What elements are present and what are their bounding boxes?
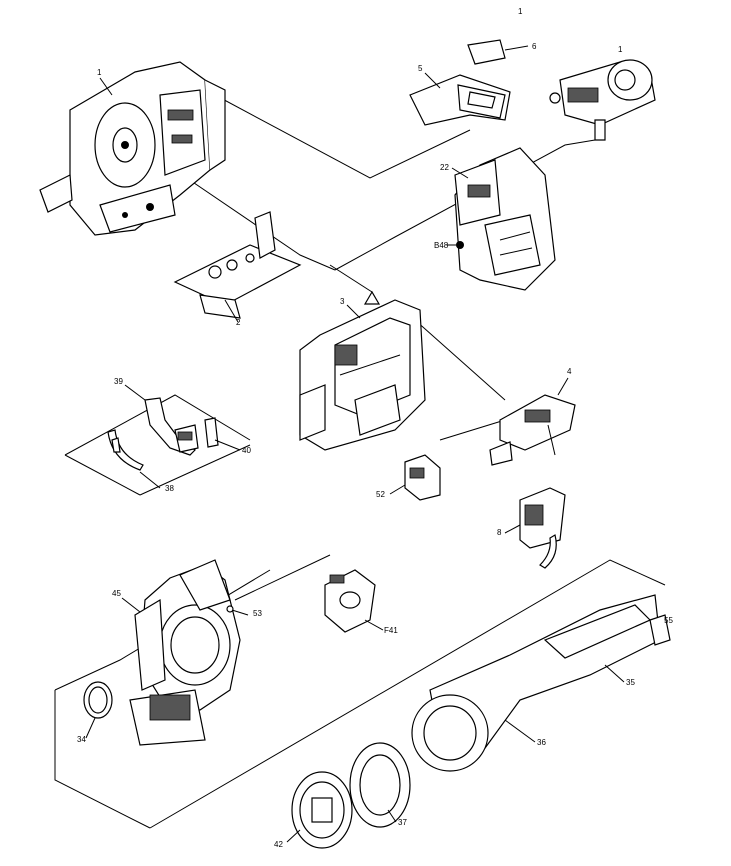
label-848: B48 [434,241,449,250]
label-f41: F41 [384,626,398,635]
label-34: 34 [77,735,86,744]
part-f41-filter-unit [324,569,376,633]
label-35: 35 [626,678,635,687]
label-1: 1 [97,68,102,77]
part-53-screw [226,605,249,616]
label-8: 8 [497,528,502,537]
label-3: 3 [340,297,345,306]
part-38-spring-clip [107,429,144,471]
label-22: 22 [440,163,449,172]
part-8-flex-board [519,487,566,569]
part-52-connector [404,454,441,501]
part-3-main-chassis [299,290,426,451]
label-38: 38 [165,484,174,493]
part-6-small-bracket [467,39,529,65]
part-4-switch-assembly [489,394,576,466]
part-39-clamp [144,397,199,456]
label-45: 45 [112,589,121,598]
assembly-lines [54,94,666,829]
part-1-motor-unit [549,59,656,141]
label-40: 40 [242,446,251,455]
part-55-clip [649,614,671,646]
leader-lines [85,72,625,843]
part-40-bracket [204,417,219,448]
part-labels: 1 1 1 2 3 4 5 6 8 22 B48 39 38 40 52 45 … [77,7,673,849]
part-1-tape-chassis [39,61,226,236]
part-37-lens-ring [349,742,411,828]
part-5-flex-cable [409,74,511,126]
label-2: 2 [236,318,241,327]
part-42-front-ring [291,771,353,849]
label-36: 36 [537,738,546,747]
label-37: 37 [398,818,407,827]
label-55: 55 [664,616,673,625]
label-1b: 1 [518,7,523,16]
label-5: 5 [418,64,423,73]
label-52: 52 [376,490,385,499]
part-2-bracket-plate [173,211,302,323]
label-39: 39 [114,377,123,386]
label-1c: 1 [618,45,623,54]
label-4: 4 [567,367,572,376]
part-22-frame-bracket [454,147,556,291]
label-42: 42 [274,840,283,849]
part-34-ring [83,681,113,719]
label-6: 6 [532,42,537,51]
part-45-lens-holder [129,559,241,746]
label-53: 53 [253,609,262,618]
